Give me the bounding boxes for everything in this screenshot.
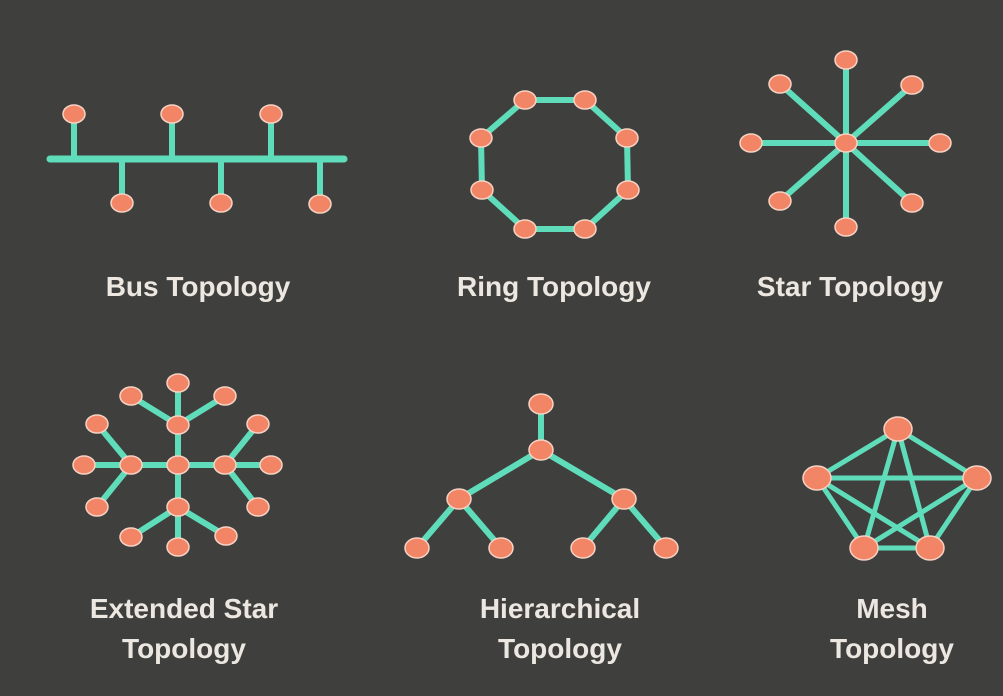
network-node [166, 415, 190, 435]
network-node [962, 465, 992, 491]
mesh-topology-label: Mesh Topology [742, 589, 1003, 669]
link-line [538, 447, 627, 502]
network-node [834, 50, 858, 70]
network-node [166, 497, 190, 517]
label-line: Bus Topology [105, 271, 291, 302]
network-node [119, 455, 143, 475]
network-node [166, 537, 190, 557]
network-node [900, 193, 924, 213]
network-node [616, 180, 640, 200]
link-line [814, 475, 867, 551]
network-node [404, 537, 430, 559]
label-line: Ring Topology [457, 271, 651, 302]
extended-star-topology-label: Extended Star Topology [34, 589, 334, 669]
label-line: Hierarchical [479, 593, 641, 624]
mesh-topology-diagram [802, 416, 992, 561]
bus-topology-diagram [46, 104, 348, 214]
label-line: Topology [122, 633, 246, 664]
network-node [768, 74, 792, 94]
link-line [927, 475, 980, 551]
network-node [85, 414, 109, 434]
network-node [570, 537, 596, 559]
network-node [849, 535, 879, 561]
network-node [513, 219, 537, 239]
label-line: Topology [830, 633, 954, 664]
network-node [915, 535, 945, 561]
network-node [611, 488, 637, 510]
network-node [62, 104, 86, 124]
network-node [259, 455, 283, 475]
network-node [469, 128, 493, 148]
star-topology-label: Star Topology [700, 267, 1000, 307]
network-node [166, 373, 190, 393]
bus-topology-label: Bus Topology [48, 267, 348, 307]
link-line [814, 426, 901, 481]
network-node [900, 75, 924, 95]
network-node [834, 133, 858, 153]
network-node [528, 393, 554, 415]
network-node [308, 194, 332, 214]
network-node [214, 526, 238, 546]
link-line [843, 140, 915, 206]
network-node [834, 217, 858, 237]
network-node [513, 90, 537, 110]
network-node [213, 386, 237, 406]
link-line [861, 426, 901, 551]
label-line: Topology [498, 633, 622, 664]
network-node [246, 414, 270, 434]
label-line: Mesh [856, 593, 928, 624]
network-node [246, 497, 270, 517]
network-node [110, 193, 134, 213]
network-node [615, 128, 639, 148]
label-line: Star Topology [756, 271, 944, 302]
network-node [209, 193, 233, 213]
network-node [802, 465, 832, 491]
network-node [739, 133, 763, 153]
network-node [768, 191, 792, 211]
extended-star-topology-diagram [72, 373, 283, 557]
network-node [488, 537, 514, 559]
network-node [119, 386, 143, 406]
link-line [456, 447, 544, 502]
network-node [883, 416, 913, 442]
network-node [446, 488, 472, 510]
network-node [470, 180, 494, 200]
label-line: Extended Star [89, 593, 279, 624]
network-node [928, 133, 952, 153]
link-line [814, 475, 933, 551]
network-node [573, 219, 597, 239]
link-line [843, 82, 915, 146]
ring-topology-diagram [469, 90, 640, 239]
network-node [653, 537, 679, 559]
hierarchical-topology-diagram [404, 393, 679, 559]
link-line [777, 140, 849, 204]
network-node [85, 497, 109, 517]
network-node [166, 455, 190, 475]
network-node [213, 455, 237, 475]
network-node [72, 455, 96, 475]
ring-topology-label: Ring Topology [404, 267, 704, 307]
hierarchical-topology-label: Hierarchical Topology [410, 589, 710, 669]
network-node [259, 104, 283, 124]
network-node [573, 90, 597, 110]
star-topology-diagram [739, 50, 952, 237]
link-line [895, 426, 980, 481]
network-node [119, 527, 143, 547]
network-node [528, 439, 554, 461]
link-line [895, 426, 933, 551]
network-node [160, 104, 184, 124]
link-line [777, 81, 849, 146]
link-line [861, 475, 980, 551]
